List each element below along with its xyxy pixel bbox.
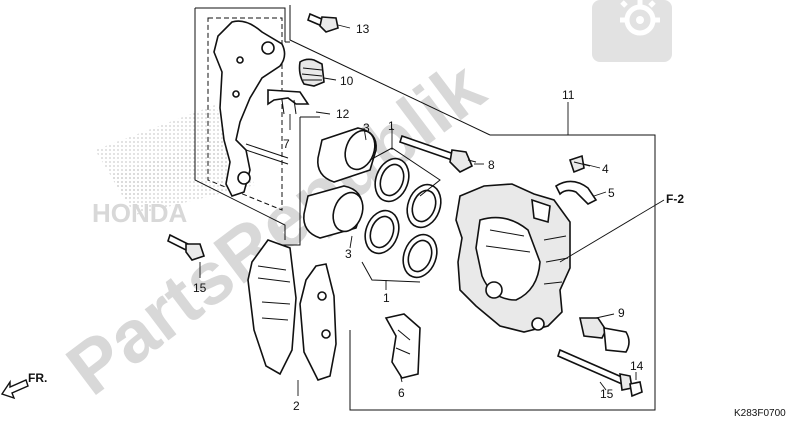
callout-labels: 13 10 12 7 3 1 8 4 5 F-2 11 3 1 9 14 15 … xyxy=(193,22,684,413)
boot-10 xyxy=(298,58,325,87)
callout-14: 15 xyxy=(600,387,614,401)
callout-1-top: 1 xyxy=(388,119,395,133)
callout-11: 11 xyxy=(562,88,575,102)
callout-1-bottom: 1 xyxy=(383,291,390,305)
callout-3-top: 3 xyxy=(363,121,370,135)
callout-5: 5 xyxy=(608,186,615,200)
callout-6: 6 xyxy=(398,386,405,400)
callout-15-bottom: 15 xyxy=(193,281,207,295)
caliper-bracket xyxy=(213,20,289,197)
callout-13: 14 xyxy=(630,359,644,373)
caliper-body xyxy=(455,183,571,333)
piston-3-upper xyxy=(317,127,377,183)
honda-watermark-text: HONDA xyxy=(92,198,188,228)
assembly-frames xyxy=(194,5,656,411)
pad-spring-6 xyxy=(384,313,421,379)
seal-set-1-upper xyxy=(369,147,442,229)
reference-tag-f2: F-2 xyxy=(666,192,684,206)
diagram-code: K283F0700 xyxy=(734,408,786,419)
bleeder-cap-5 xyxy=(554,180,598,205)
pad-spring-7 xyxy=(267,89,310,115)
bolt-15-top xyxy=(307,12,339,33)
callout-3-bottom: 3 xyxy=(345,247,352,261)
leader-lines xyxy=(199,24,665,396)
callout-2: 2 xyxy=(293,399,300,413)
callout-4: 4 xyxy=(602,162,609,176)
pin-9 xyxy=(579,317,630,353)
callout-10: 10 xyxy=(340,74,354,88)
callout-8: 8 xyxy=(488,158,495,172)
seal-set-1-lower xyxy=(361,209,438,283)
brake-pad-2-left xyxy=(247,239,297,376)
honda-wing-watermark: HONDA xyxy=(92,105,255,228)
callout-7: 7 xyxy=(283,137,290,151)
brake-pad-2-right xyxy=(299,263,337,381)
callout-12: 12 xyxy=(336,107,350,121)
callout-15-top: 13 xyxy=(356,22,370,36)
front-direction-indicator: FR. xyxy=(0,371,47,400)
gear-logo-watermark xyxy=(592,0,672,62)
bleeder-screw-4 xyxy=(568,154,591,174)
direction-label: FR. xyxy=(28,371,47,385)
clip-13 xyxy=(629,381,643,398)
piston-3-lower xyxy=(303,185,364,239)
pin-bolt-8 xyxy=(398,134,477,173)
callout-9: 9 xyxy=(618,306,625,320)
pin-14 xyxy=(557,348,633,391)
bolt-15-bottom xyxy=(167,233,206,261)
front-arrow-icon xyxy=(0,379,29,400)
